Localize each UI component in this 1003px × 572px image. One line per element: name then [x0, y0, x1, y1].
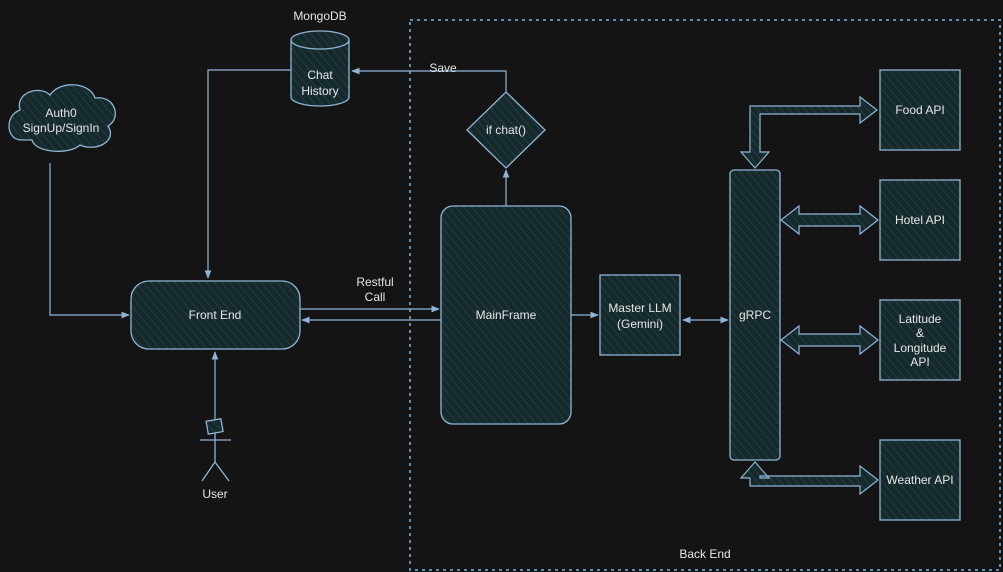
user-label: User: [202, 487, 227, 501]
if-chat-label: if chat(): [486, 123, 526, 137]
master-llm-line1: Master LLM: [608, 301, 671, 315]
front-end-node[interactable]: Front End: [130, 280, 301, 350]
edge-grpc-latlong: [780, 324, 879, 356]
weather-api-label: Weather API: [886, 473, 953, 487]
latlong-line3: Longitude: [894, 341, 947, 355]
auth-line1: Auth0: [45, 106, 77, 120]
backend-label: Back End: [679, 547, 730, 561]
chat-history-line2: History: [301, 84, 338, 98]
edge-grpc-food: [739, 95, 878, 169]
grpc-label: gRPC: [739, 308, 771, 322]
mainframe-node[interactable]: MainFrame: [440, 205, 572, 425]
chat-history-db[interactable]: Chat History: [290, 30, 350, 107]
save-label: Save: [429, 61, 457, 75]
grpc-node[interactable]: gRPC: [729, 169, 781, 461]
front-end-label: Front End: [189, 308, 242, 322]
restful-label-line2: Call: [365, 290, 386, 304]
latlong-line4: API: [910, 355, 929, 369]
auth-line2: SignUp/SignIn: [23, 121, 100, 135]
backend-region: [409, 19, 1001, 571]
edge-save: [351, 67, 507, 92]
edge-auth-frontend: [49, 163, 130, 319]
latlong-line1: Latitude: [899, 312, 942, 326]
food-api-label: Food API: [895, 103, 944, 117]
hotel-api-node[interactable]: Hotel API: [879, 179, 961, 261]
edge-history-frontend: [204, 69, 291, 279]
user-actor[interactable]: [200, 417, 231, 482]
master-llm-node[interactable]: Master LLM (Gemini): [599, 274, 681, 356]
chat-history-line1: Chat: [307, 68, 333, 82]
mongodb-label: MongoDB: [293, 9, 346, 23]
edge-grpc-hotel: [780, 204, 879, 236]
auth-cloud[interactable]: Auth0 SignUp/SignIn: [8, 84, 116, 152]
latlong-line2: &: [916, 326, 924, 340]
edge-grpc-weather: [739, 461, 879, 496]
if-chat-decision[interactable]: if chat(): [466, 91, 546, 169]
master-llm-line2: (Gemini): [617, 317, 663, 331]
latlong-api-node[interactable]: Latitude & Longitude API: [879, 299, 961, 381]
hotel-api-label: Hotel API: [895, 213, 945, 227]
food-api-node[interactable]: Food API: [879, 69, 961, 151]
restful-label-line1: Restful: [356, 275, 393, 289]
mainframe-label: MainFrame: [476, 308, 537, 322]
weather-api-node[interactable]: Weather API: [879, 439, 961, 521]
